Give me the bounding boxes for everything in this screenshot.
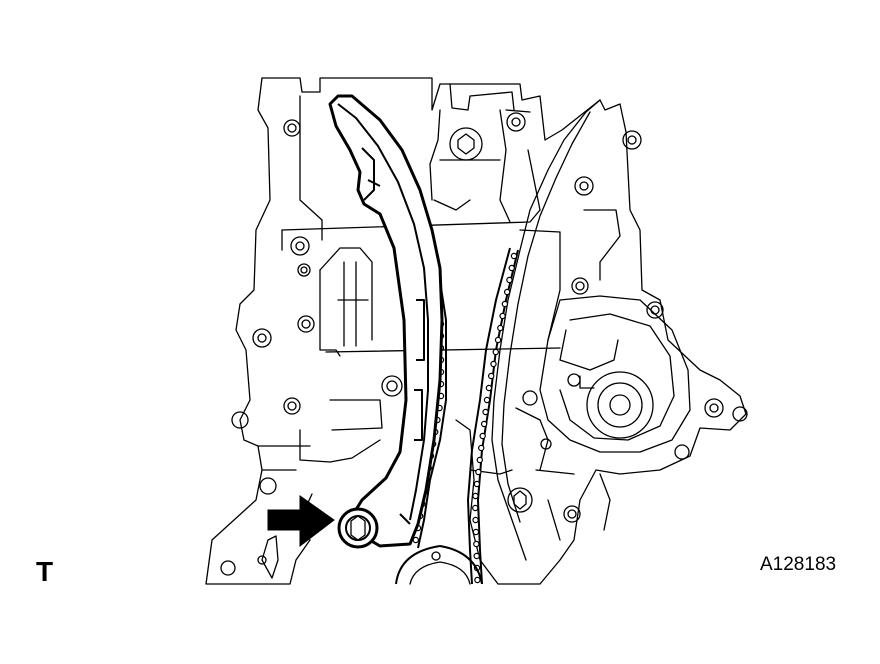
chain-link: [503, 288, 511, 296]
chain-link: [499, 312, 506, 320]
chain-link: [476, 456, 483, 464]
chain-link: [508, 264, 515, 272]
view-letter-label: T: [36, 556, 54, 587]
arrow-right-icon: [267, 495, 335, 548]
chain-link: [485, 384, 493, 392]
figure-id-label: A128183: [760, 554, 837, 575]
chain-link: [501, 300, 509, 308]
chain-link: [473, 540, 480, 548]
chain-link: [482, 408, 489, 416]
engine-block: [205, 77, 748, 585]
chain-link: [472, 504, 479, 512]
chain-link: [472, 516, 479, 524]
chain-link: [483, 396, 491, 404]
chain-slipper-guide: [328, 94, 444, 548]
chain-link: [480, 420, 488, 428]
chain-link: [472, 528, 480, 536]
chain-link: [492, 348, 499, 356]
chain-link: [473, 552, 480, 560]
chain-link: [506, 276, 513, 284]
chain-link: [474, 576, 481, 584]
chain-link: [490, 360, 497, 368]
chain-guide-right: [491, 99, 601, 561]
pivot-bolt: [337, 507, 379, 549]
chain-link: [510, 252, 518, 260]
crankshaft-sprocket: [395, 545, 483, 585]
chain-link: [494, 336, 502, 344]
chain-link: [472, 492, 479, 500]
chain-link: [488, 372, 495, 380]
chain-link: [412, 536, 419, 544]
chain-link: [475, 468, 482, 476]
chain-link: [473, 480, 481, 488]
chain-link: [479, 432, 486, 440]
chain-link: [497, 324, 504, 332]
chain-link: [478, 444, 485, 452]
